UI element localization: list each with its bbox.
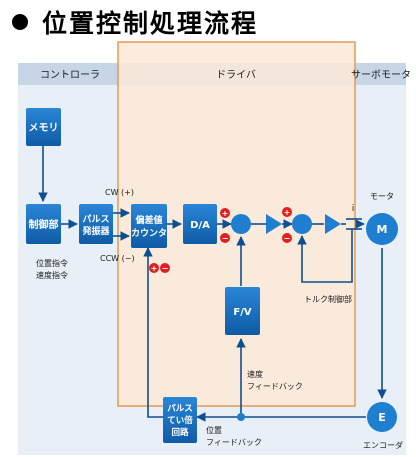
control-unit-block: 制御部 (26, 204, 61, 244)
fv-converter-block: F/V (225, 287, 260, 335)
label-speed-cmd: 速度指令 (36, 270, 68, 280)
speed-sum-junction (231, 214, 251, 234)
page-title: 位置控制処理流程 (6, 4, 258, 40)
speed-amplifier (266, 214, 282, 234)
svg-text:メモリ: メモリ (29, 122, 59, 134)
section-servo-motor: サーボモータ (351, 69, 411, 81)
label-encoder: エンコーダ (363, 440, 403, 450)
pulse-multiplier-block: パルス てい倍 回路 (163, 397, 197, 443)
svg-text:F/V: F/V (233, 307, 251, 318)
position-feedback-loop (143, 247, 163, 418)
svg-text:M: M (377, 223, 388, 236)
label-position-fb-1: 位置 (206, 425, 222, 435)
sign-plus-1: + (222, 209, 229, 218)
label-torque-ctrl: トルク制御部 (304, 294, 352, 304)
feedback-branch-dot (237, 413, 245, 421)
page-title-text: 位置控制処理流程 (42, 9, 259, 38)
svg-text:偏差値: 偏差値 (135, 214, 162, 226)
svg-text:発振器: 発振器 (81, 225, 110, 237)
torque-feedback-loop (297, 229, 353, 283)
svg-text:カウンタ: カウンタ (131, 227, 167, 239)
label-motor: モータ (370, 192, 394, 201)
label-current: i (352, 204, 355, 214)
label-position-cmd: 位置指令 (36, 258, 68, 268)
sign-minus-2: − (284, 234, 291, 243)
label-ccw: CCW (−) (100, 254, 135, 263)
svg-text:回路: 回路 (171, 427, 189, 438)
sign-minus-3: − (162, 264, 169, 273)
svg-text:てい倍: てい倍 (167, 415, 193, 426)
motor-circle: M (366, 213, 398, 245)
deviation-counter-block: 偏差値 カウンタ (131, 204, 167, 248)
label-cw: CW (+) (105, 188, 134, 197)
section-controller: コントローラ (40, 69, 100, 81)
sign-marks: + − + − + − (149, 207, 292, 273)
svg-text:D/A: D/A (190, 220, 210, 231)
sign-plus-2: + (284, 208, 291, 217)
torque-sum-junction (292, 214, 312, 234)
svg-text:パルス: パルス (167, 403, 193, 414)
memory-block: メモリ (26, 108, 61, 146)
sign-plus-3: + (151, 264, 158, 273)
pulse-generator-block: パルス 発振器 (79, 204, 113, 244)
bullet-icon (12, 14, 28, 30)
svg-text:パルス: パルス (82, 213, 109, 225)
svg-text:制御部: 制御部 (29, 218, 59, 231)
label-position-fb-2: フィードバック (206, 438, 262, 447)
torque-amplifier (325, 214, 341, 234)
label-speed-fb-1: 速度 (247, 369, 263, 379)
svg-text:E: E (378, 411, 386, 424)
encoder-circle: E (367, 402, 397, 432)
section-driver: ドライバ (216, 69, 256, 81)
da-converter-block: D/A (183, 204, 217, 244)
label-speed-fb-2: フィードバック (247, 382, 303, 391)
sign-minus-1: − (222, 234, 229, 243)
